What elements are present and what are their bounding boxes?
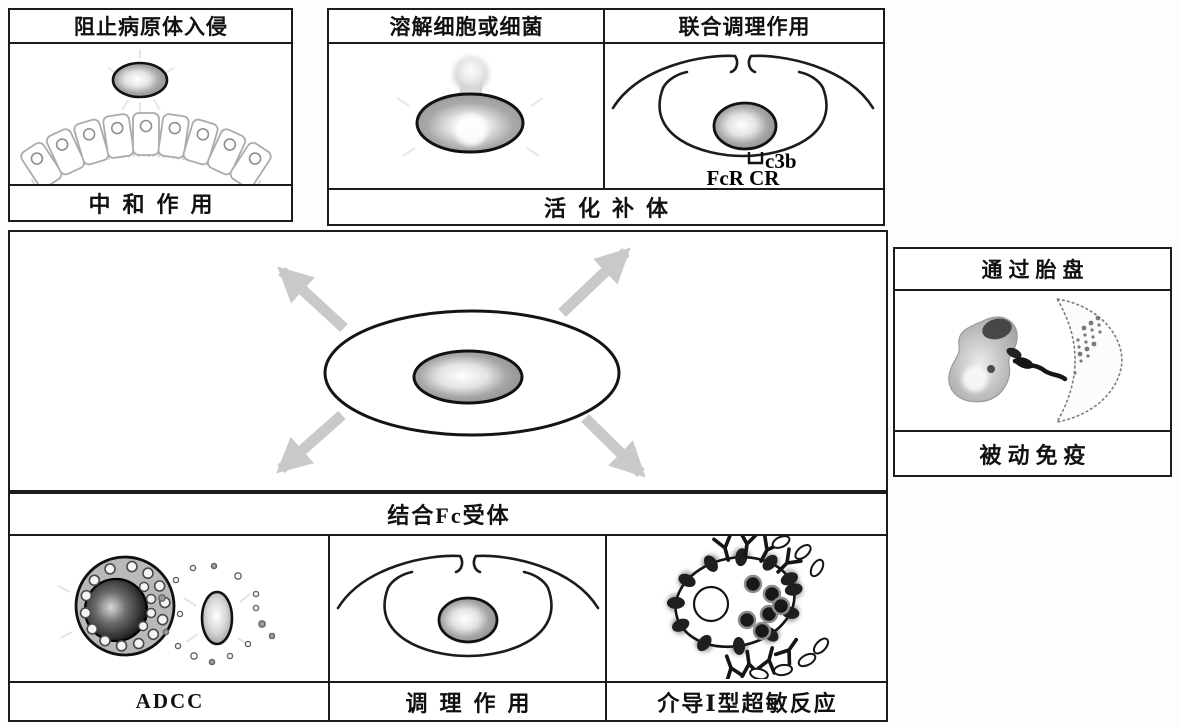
box-central-antibody xyxy=(8,230,888,492)
fcr-cr-label: FcR CR xyxy=(707,166,781,188)
hypersensitivity-footer: 介导Ⅰ型超敏反应 xyxy=(607,681,886,720)
combined-opsonization-header: 联合调理作用 xyxy=(605,10,883,44)
box-neutralization: 阻止病原体入侵 xyxy=(8,8,293,222)
box-passive-immunity: 通过胎盘 xyxy=(893,247,1172,477)
internal-granules xyxy=(737,574,791,641)
adcc-footer: ADCC xyxy=(10,681,328,720)
lysis-header: 溶解细胞或细菌 xyxy=(329,10,605,44)
fetus-placenta-illustration xyxy=(948,297,1123,424)
epithelial-cells-icon xyxy=(20,112,272,184)
pathogen-icon xyxy=(712,101,778,151)
neutralization-header: 阻止病原体入侵 xyxy=(10,10,291,44)
umbilical-cord-icon xyxy=(1012,357,1068,382)
passive-immunity-footer: 被动免疫 xyxy=(895,430,1170,475)
radiating-arrows-icon xyxy=(276,247,646,478)
column-adcc: ADCC xyxy=(10,536,330,720)
adcc-illustration xyxy=(57,555,276,666)
pathogen-icon xyxy=(437,596,499,644)
pathogen-icon xyxy=(107,49,175,112)
released-granule-ovals xyxy=(749,536,830,679)
antigen-icon xyxy=(412,349,524,405)
halo-lines xyxy=(396,97,544,157)
cell-lysis-illustration xyxy=(396,56,544,157)
released-granule-dots xyxy=(158,562,276,666)
opsonization-footer: 调理作用 xyxy=(330,681,605,720)
box-fc-receptor: 结合Fc受体 xyxy=(8,492,888,722)
opsonization-illustration xyxy=(336,554,600,658)
fetus-icon xyxy=(948,316,1022,403)
c3b-receptor-icon xyxy=(747,152,764,165)
fc-receptor-band: 结合Fc受体 xyxy=(10,494,886,536)
mast-nucleus-icon xyxy=(692,585,730,623)
neutralization-footer: 中和作用 xyxy=(10,184,291,220)
nk-cell-icon xyxy=(74,555,176,657)
combined-opsonization-illustration: c3b FcR CR xyxy=(611,54,875,188)
placenta-icon xyxy=(1055,297,1123,424)
column-opsonization: 调理作用 xyxy=(330,536,607,720)
mast-cell-illustration xyxy=(666,536,830,679)
central-antigen-illustration xyxy=(276,247,646,478)
epithelium-illustration xyxy=(20,49,272,184)
column-hypersensitivity: 介导Ⅰ型超敏反应 xyxy=(607,536,886,720)
lysed-cell-icon xyxy=(415,56,525,154)
c3b-label: c3b xyxy=(765,149,797,173)
target-cell-icon xyxy=(200,590,234,646)
complement-footer: 活化补体 xyxy=(329,188,883,224)
box-activate-complement: 溶解细胞或细菌 联合调理作用 xyxy=(327,8,885,226)
placenta-header: 通过胎盘 xyxy=(895,249,1170,291)
